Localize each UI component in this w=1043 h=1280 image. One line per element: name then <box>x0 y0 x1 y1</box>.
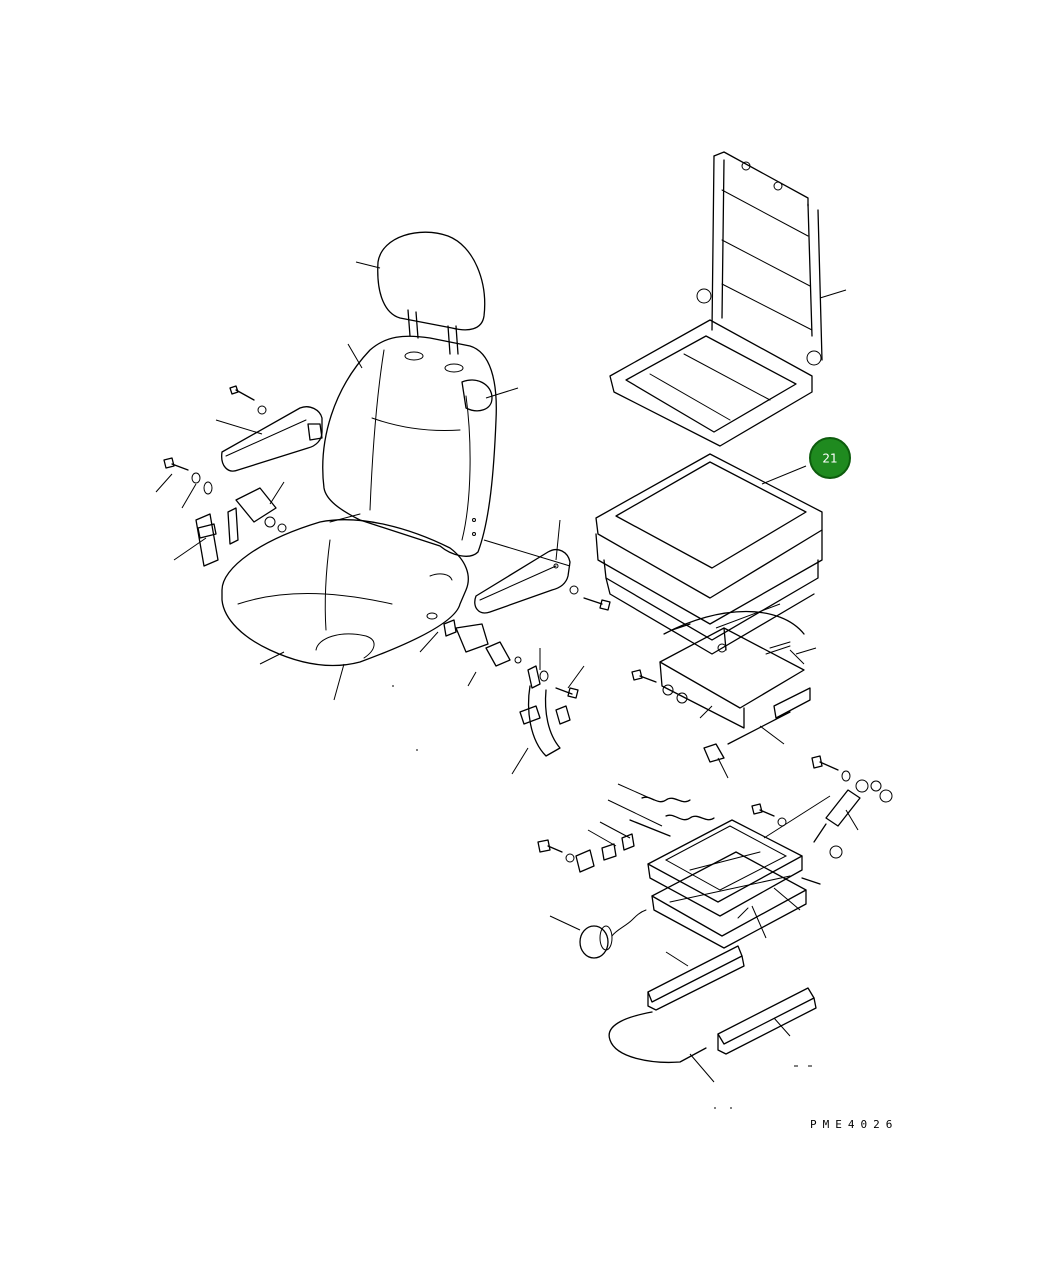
headrest <box>377 231 486 355</box>
springs-and-brackets <box>537 796 715 873</box>
right-armrest <box>474 548 571 614</box>
seat-backrest <box>322 335 497 557</box>
leader-lines <box>155 261 859 1109</box>
callout-21[interactable]: 21 <box>809 437 851 479</box>
callout-number: 21 <box>822 452 837 466</box>
height-lever-pad <box>703 743 725 763</box>
callout-circle[interactable] <box>809 437 851 479</box>
upper-mechanism <box>631 610 811 745</box>
suspension-bellows <box>595 453 823 655</box>
seat-frame <box>609 151 823 447</box>
drawing-code: PME4026 <box>810 1118 899 1131</box>
adjust-knob <box>579 909 647 959</box>
armrest-bolts <box>163 385 611 611</box>
belt-buckle <box>443 619 579 757</box>
left-belt-anchor <box>195 487 287 567</box>
shock-absorber <box>751 755 893 859</box>
seat-cushion <box>221 513 469 667</box>
left-armrest <box>221 406 323 472</box>
seat-rails <box>608 945 817 1064</box>
scissor-mechanism <box>647 819 821 949</box>
